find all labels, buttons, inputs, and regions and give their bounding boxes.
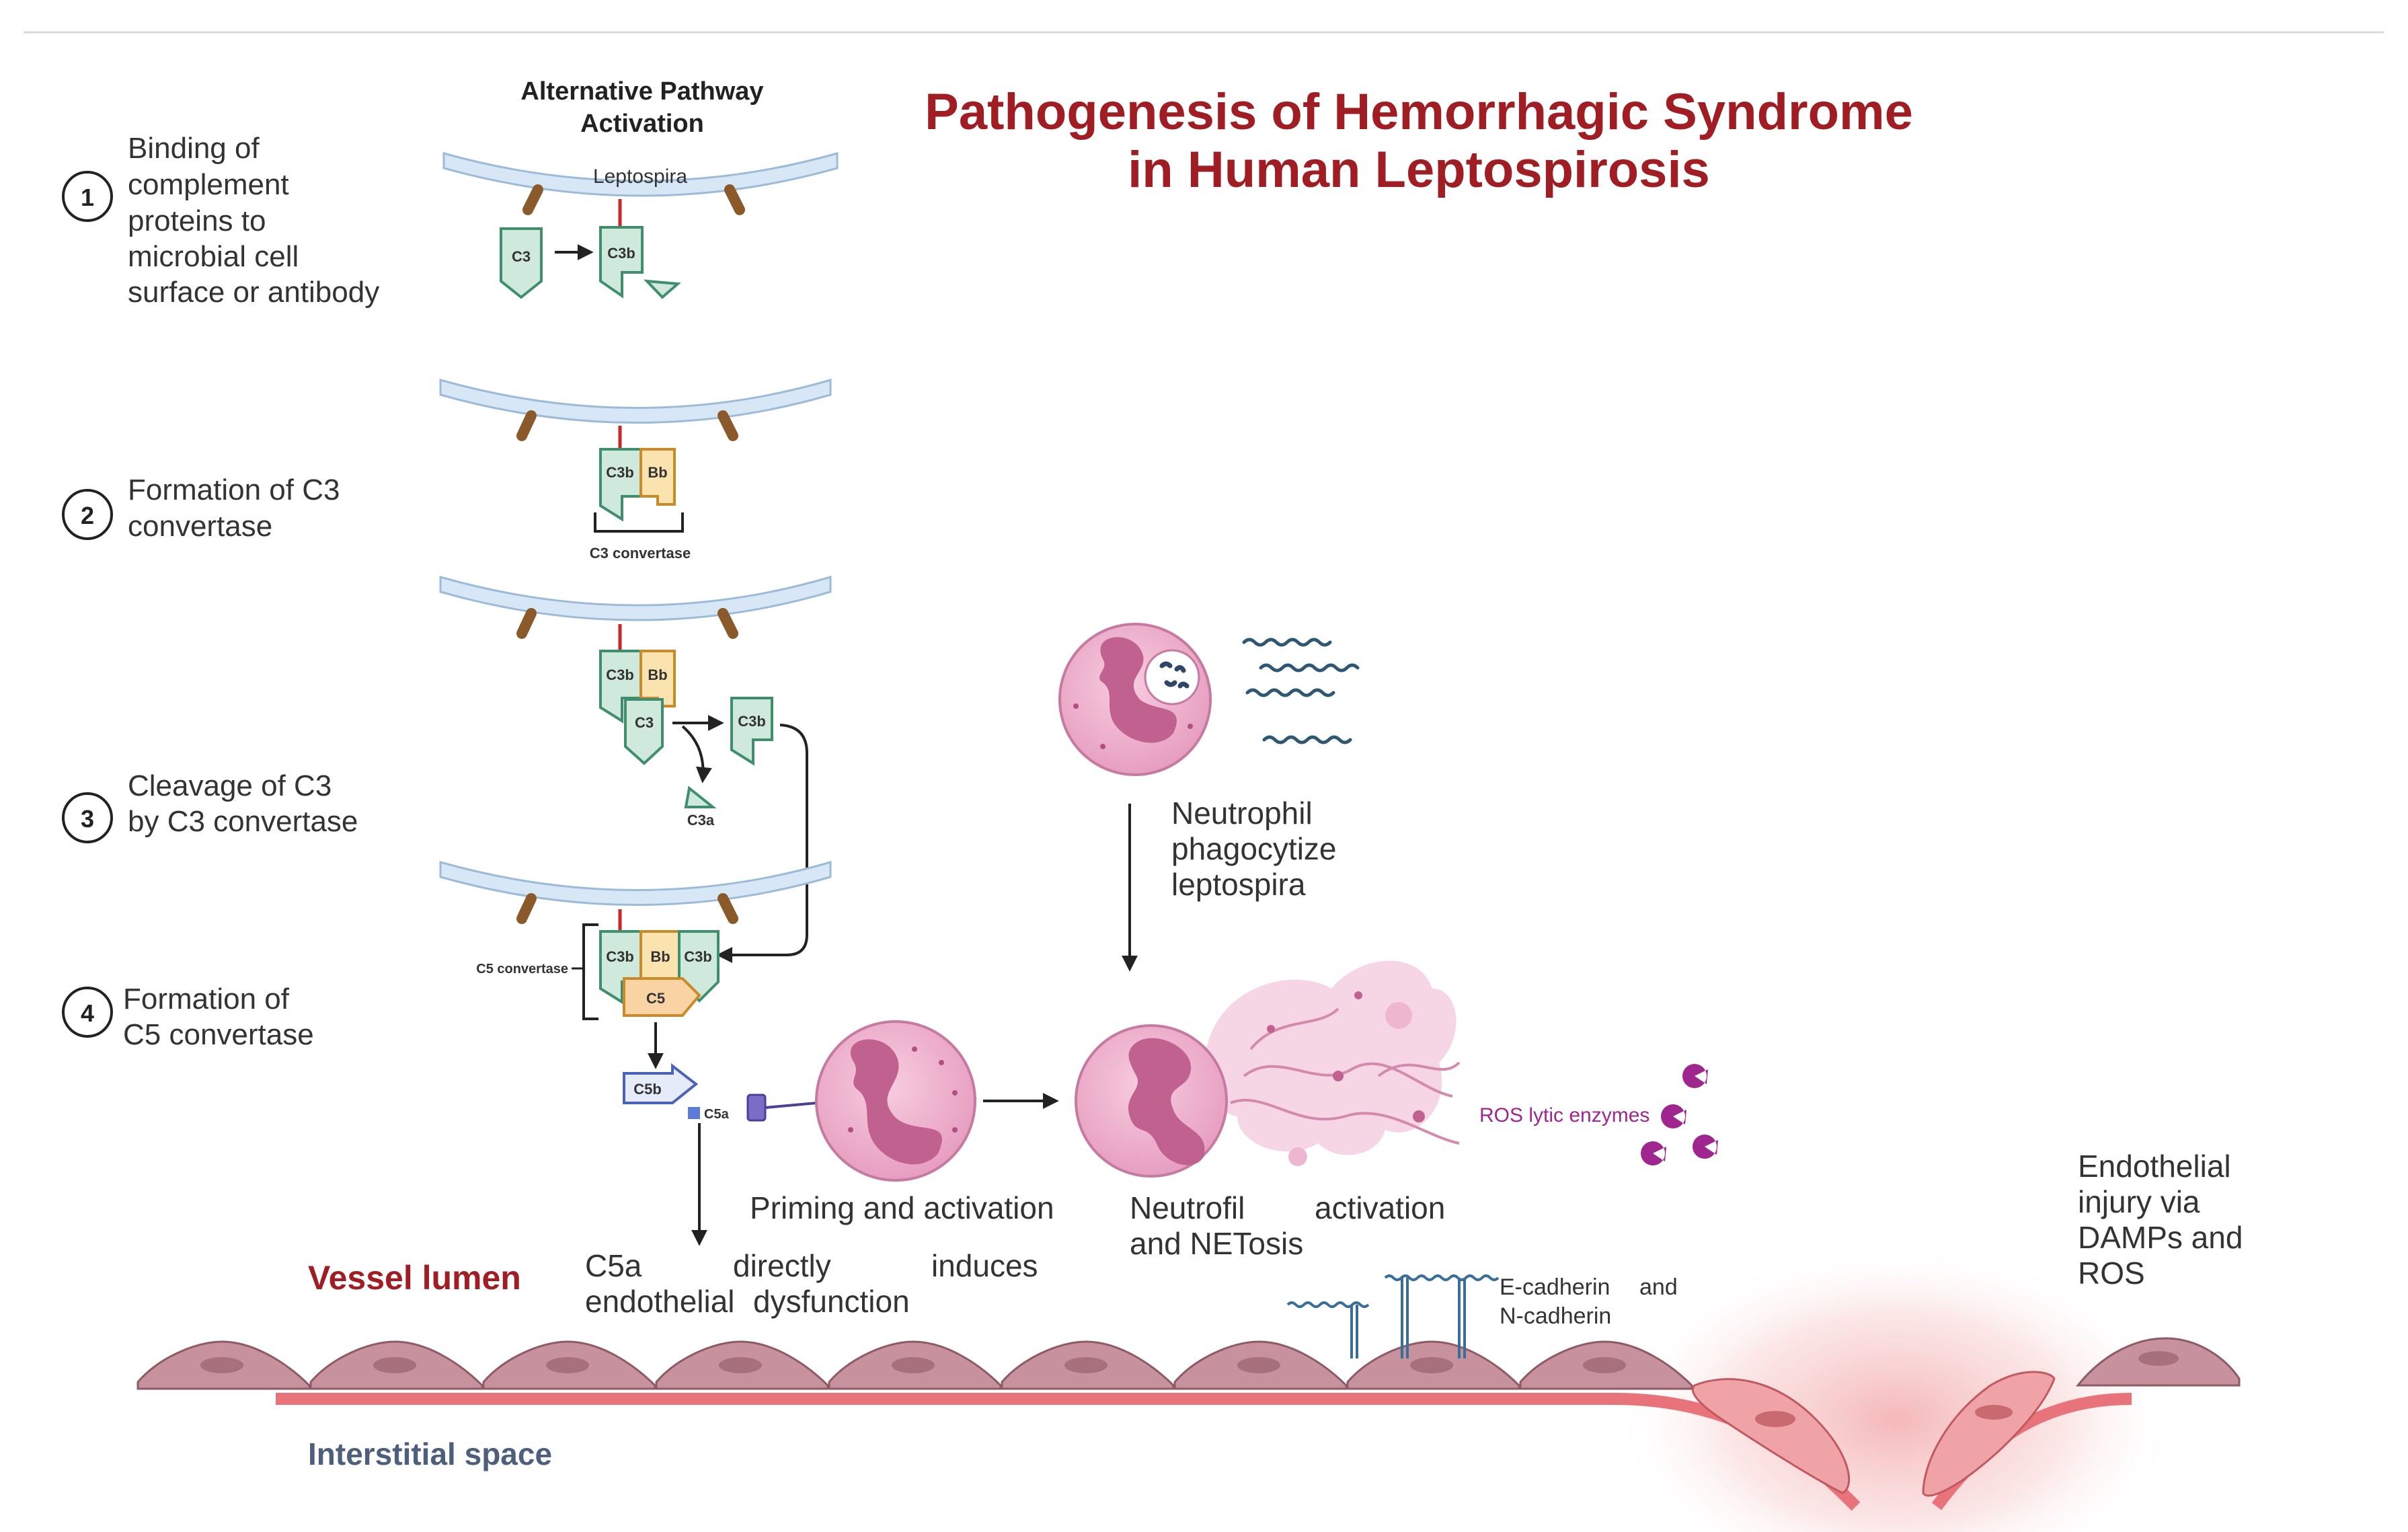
step-2-badge [62, 489, 113, 540]
cadherin-line-2: N-cadherin [1500, 1303, 1611, 1329]
endothelial-injury-line-1: Endothelial [2078, 1149, 2231, 1184]
c3-convertase-label: C3 convertase [590, 545, 691, 562]
c3-protein-step1: C3 [500, 227, 543, 299]
pathway-heading-line-2: Activation [580, 110, 704, 138]
step-1-number: 1 [81, 184, 94, 211]
c3b-label-step4-a: C3b [606, 948, 634, 965]
c5b-fragment: C5b [623, 1063, 699, 1104]
c5-convertase-complex: C3b Bb C3b C5 [599, 930, 720, 1017]
step-1-line-5: surface or antibody [128, 276, 379, 309]
c5-label: C5 [646, 990, 665, 1007]
endothelial-nuclei [200, 1351, 2179, 1373]
c5a-effect-word-3: induces [931, 1248, 1038, 1283]
bb-label-step3: Bb [648, 666, 667, 683]
netosis-neutrophil [1075, 1024, 1228, 1178]
step-1-line-1: Binding of [128, 132, 260, 165]
c5a-effect-word-4: endothelial [585, 1284, 735, 1319]
c3b-recruit-arrow [716, 724, 808, 963]
step-2: 2 Formation of C3 convertase [62, 473, 340, 543]
c5a-effect-word-1: C5a [585, 1248, 642, 1283]
title-line-2: in Human Leptospirosis [1128, 141, 1710, 198]
leptospira-spirochetes [1242, 638, 1360, 744]
step-1-line-4: microbial cell [128, 240, 299, 273]
neutrophil-phagocytize-line-2: phagocytize [1171, 831, 1337, 866]
cadherin-line-1-b: and [1639, 1274, 1678, 1300]
neutrophil-phagocytize-line-1: Neutrophil [1171, 796, 1313, 831]
c3b-label-step2: C3b [606, 464, 634, 481]
step-4: 4 Formation of C5 convertase [62, 983, 314, 1051]
c5-convertase-label: C5 convertase [476, 962, 568, 976]
step-3-badge [62, 792, 113, 843]
endothelial-injury-line-3: DAMPs and [2078, 1220, 2243, 1255]
ros-label: ROS lytic enzymes [1479, 1104, 1649, 1126]
step-2-line-1: Formation of C3 [128, 473, 340, 506]
c3a-release-arrow [681, 725, 712, 783]
hemorrhage-zone [1614, 1244, 2179, 1532]
c3b-bb-complex-step2: C3b Bb [599, 448, 676, 522]
c3b-released-step3: C3b [730, 697, 773, 766]
c5a-effect-word-2: directly [733, 1248, 831, 1283]
bb-label-step2: Bb [648, 464, 667, 481]
c5a-fragment [688, 1107, 700, 1119]
leptospira-label: Leptospira [593, 165, 687, 188]
c5-convertase-bracket [582, 923, 598, 1020]
c3-convertase-bound-c3: C3b Bb C3 [599, 650, 676, 765]
endothelial-injury-line-2: injury via [2078, 1184, 2200, 1219]
endothelial-injury-line-4: ROS [2078, 1256, 2145, 1291]
c3a-fragment [684, 786, 717, 808]
pathway-heading-line-1: Alternative Pathway [520, 77, 763, 106]
vessel-lumen-label: Vessel lumen [308, 1259, 521, 1297]
step-1-line-2: complement [128, 168, 289, 201]
step-4-badge [62, 987, 113, 1038]
leptospira-membrane-1: Leptospira [442, 152, 839, 227]
step-2-number: 2 [81, 502, 94, 529]
title-line-1: Pathogenesis of Hemorrhagic Syndrome [925, 83, 1913, 141]
step-3: 3 Cleavage of C3 by C3 convertase [62, 769, 358, 843]
c5a-effect-word-5: dysfunction [753, 1284, 910, 1319]
step-1: 1 Binding of complement proteins to micr… [62, 132, 379, 309]
step-1-badge [62, 171, 113, 222]
leptospira-membrane-2 [439, 379, 832, 449]
bb-label-step4: Bb [650, 948, 670, 965]
step-3-line-1: Cleavage of C3 [128, 769, 332, 802]
interstitial-space-label: Interstitial space [308, 1437, 552, 1471]
phagocytosing-neutrophil [1058, 623, 1212, 776]
c3-convertase-bracket [594, 512, 684, 533]
netosis-label: and NETosis [1130, 1226, 1303, 1261]
c5a-label: C5a [704, 1107, 730, 1122]
step-4-line-1: Formation of [123, 983, 290, 1016]
neutrofil-label: Neutrofil [1130, 1190, 1245, 1225]
leptospira-membrane-4 [439, 861, 832, 931]
step-1-line-3: proteins to [128, 204, 266, 237]
c3b-label-step1: C3b [607, 245, 635, 262]
c3a-label: C3a [687, 812, 715, 829]
leptospira-membrane-3 [439, 575, 832, 651]
priming-neutrophil [815, 1020, 976, 1182]
detached-endothelial-cells [1692, 1371, 2056, 1497]
step-3-number: 3 [81, 805, 94, 833]
cadherin-line-1-a: E-cadherin [1500, 1274, 1610, 1300]
c5a-receptor [746, 1094, 818, 1122]
neutrophil-phagocytize-line-3: leptospira [1171, 867, 1306, 902]
c3b-label-step3: C3b [606, 666, 634, 683]
step-4-line-2: C5 convertase [123, 1018, 314, 1051]
c3b-label-step4-b: C3b [684, 948, 712, 965]
c3-label-step3: C3 [635, 714, 654, 731]
activation-label: activation [1315, 1190, 1445, 1225]
step-3-line-2: by C3 convertase [128, 805, 358, 838]
ros-enzymes [1641, 1064, 1718, 1165]
c5b-label: C5b [633, 1081, 662, 1098]
c3-label-step1: C3 [512, 248, 531, 265]
c3b-protein-step1: C3b [599, 226, 681, 299]
cadherin-junctions [1286, 1274, 1500, 1358]
step-4-number: 4 [81, 999, 94, 1027]
step-2-line-2: convertase [128, 510, 272, 543]
net-cloud [1204, 960, 1461, 1166]
c3b-released-label: C3b [738, 713, 766, 730]
priming-label: Priming and activation [750, 1190, 1054, 1225]
